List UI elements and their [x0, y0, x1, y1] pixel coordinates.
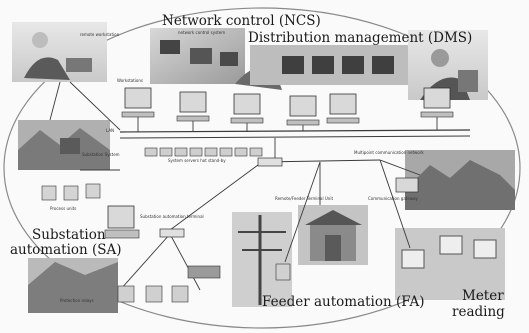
- feeder-terminal-box: [275, 263, 291, 281]
- connection-lines: [49, 81, 438, 291]
- ncs-label: Network control (NCS): [162, 13, 321, 29]
- dms-label: Distribution management (DMS): [248, 30, 473, 46]
- lan-bus: [119, 129, 471, 133]
- meter-label-line2: reading: [452, 304, 505, 320]
- sa-label-line2: automation (SA): [10, 242, 122, 258]
- substation-landscape-left: [18, 120, 110, 170]
- meter-photo: [395, 228, 505, 300]
- comm-gateway-label: Communication gateway: [368, 196, 418, 201]
- process-units-label: Process units: [50, 206, 77, 211]
- multipoint-network-label: Multipoint communication network: [354, 150, 424, 155]
- operator-photo-top-left: [12, 22, 107, 82]
- substation-system-label: Substation System: [82, 152, 120, 157]
- system-boundary-ellipse: [3, 7, 521, 329]
- protection-relays-label: Protection relays: [60, 298, 94, 303]
- sa-terminal-base: [104, 229, 140, 239]
- substation-landscape-bottom-left: [28, 258, 118, 313]
- network-control-system-label: network control system: [178, 30, 226, 35]
- workstations-label: Workstations: [117, 78, 143, 83]
- fa-label: Feeder automation (FA): [262, 294, 425, 310]
- workstation-monitors: [124, 87, 451, 117]
- system-servers-label: System servers hot stand-by: [168, 158, 226, 163]
- feeder-pole-photo: [232, 212, 292, 307]
- meter-label-line1: Meter: [462, 288, 504, 304]
- remote-workstation-label: remote workstation: [80, 32, 120, 37]
- lan-bus-lower: [119, 135, 471, 139]
- sa-label-line1: Substation: [32, 227, 106, 243]
- router-fa: [159, 228, 185, 238]
- sa-terminal-label: Substation automation terminal: [140, 214, 204, 219]
- comm-gateway: [395, 177, 419, 193]
- process-units: [41, 183, 101, 201]
- dms-wall-photo: [250, 45, 410, 85]
- system-servers: [144, 147, 263, 157]
- protection-relays: [117, 285, 189, 303]
- kiosk-photo: [298, 205, 368, 265]
- feeder-terminal-label: Remote/Feeder Terminal Unit: [275, 196, 334, 201]
- rtu-panel: [187, 265, 221, 279]
- workstation-keyboards: [121, 111, 454, 126]
- sa-terminal-monitor: [107, 205, 135, 229]
- router-central: [257, 157, 283, 167]
- substation-landscape-right: [405, 150, 515, 210]
- lan-label: LAN: [106, 128, 115, 133]
